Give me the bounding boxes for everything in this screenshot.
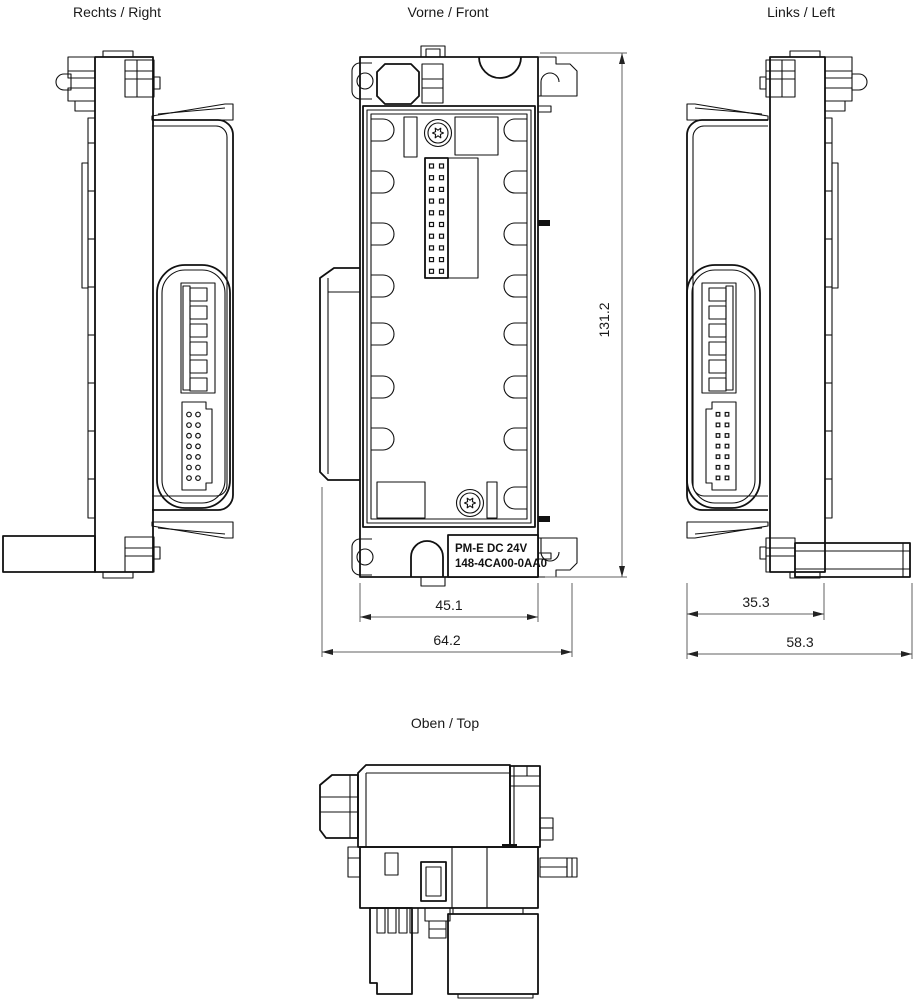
clamp-knob-icon [55,73,72,91]
view-top-drawing [319,764,578,999]
module-type-label: PM-E DC 24V 148-4CA00-0AA0 [447,534,547,578]
module-name-text: PM-E DC 24V [455,543,528,555]
view-title-left: Links / Left [767,4,835,20]
clamp-knob-icon [851,73,868,91]
pin-header-2x10 [424,157,479,279]
mounting-hole-bottom-icon [356,548,374,566]
torx-screw-bottom-icon [455,488,485,518]
din-rail-ticks-left [825,142,832,480]
terminal-notches-left [371,118,395,451]
dim-height-131: 131.2 [596,302,612,337]
pin-connector-2x7-round [181,401,213,491]
octagon-opening-icon [376,63,420,105]
mounting-hole-top-icon [356,72,374,90]
dim-side-body-depth: 35.3 [742,594,769,610]
module-ordernumber-text: 148-4CA00-0AA0 [455,558,547,570]
dim-side-overall-depth: 58.3 [786,634,813,650]
view-right-drawing [2,50,234,579]
view-title-top: Oben / Top [411,715,479,731]
terminal-notches-right [503,118,527,510]
pin-connector-2x7-square [705,401,737,491]
din-rail-ticks-right [88,142,95,480]
view-title-front: Vorne / Front [408,4,489,20]
din-latch-slot [420,861,447,902]
view-title-right: Rechts / Right [73,4,161,20]
dim-front-overall-width: 64.2 [433,632,460,648]
view-left-drawing [686,50,911,579]
view-front-drawing: PM-E DC 24V 148-4CA00-0AA0 [319,45,578,587]
dim-front-body-width: 45.1 [435,597,462,613]
dimension-annotations: 131.2 45.1 64.2 35.3 58.3 [321,52,913,659]
terminal-comb-right [180,282,216,394]
terminal-comb-left [701,282,737,394]
torx-screw-top-icon [423,118,453,148]
